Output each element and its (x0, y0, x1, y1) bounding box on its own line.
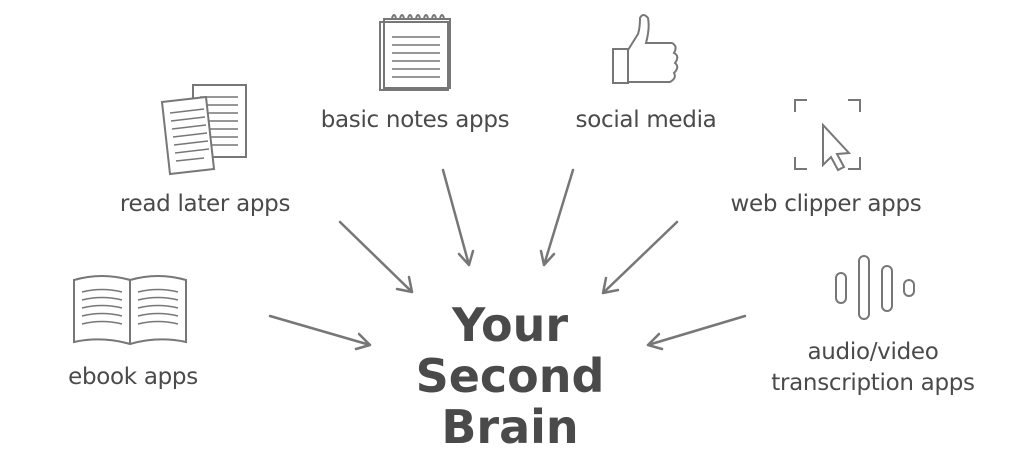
notepad-icon (379, 14, 451, 91)
ebook-apps-label: ebook apps (68, 364, 198, 390)
arrow-from-read-later (338, 220, 414, 294)
audio-label-line2: transcription apps (771, 370, 975, 396)
open-book-icon (73, 275, 187, 346)
title-line-1: Your (451, 298, 569, 352)
audio-label-line1: audio/video (807, 339, 939, 365)
web-clipper-apps-label: web clipper apps (730, 191, 922, 217)
audio-wave-icon (835, 255, 915, 320)
your-second-brain-title: Your Second Brain (416, 300, 605, 453)
arrow-from-basic-notes (441, 168, 475, 267)
arrow-from-web-clipper (601, 220, 679, 295)
read-later-apps-label: read later apps (119, 191, 291, 217)
documents-icon (160, 84, 247, 176)
cursor-select-icon (794, 99, 861, 172)
title-line-3: Brain (441, 400, 579, 454)
title-line-2: Second (415, 349, 605, 403)
arrow-from-audio (646, 314, 747, 351)
basic-notes-apps-label: basic notes apps (320, 107, 510, 133)
arrow-from-social-media (539, 168, 575, 267)
social-media-label: social media (575, 107, 717, 133)
thumbs-up-icon (612, 14, 679, 84)
audio-video-transcription-label: audio/video transcription apps (771, 337, 975, 399)
arrow-from-ebook (268, 314, 372, 351)
